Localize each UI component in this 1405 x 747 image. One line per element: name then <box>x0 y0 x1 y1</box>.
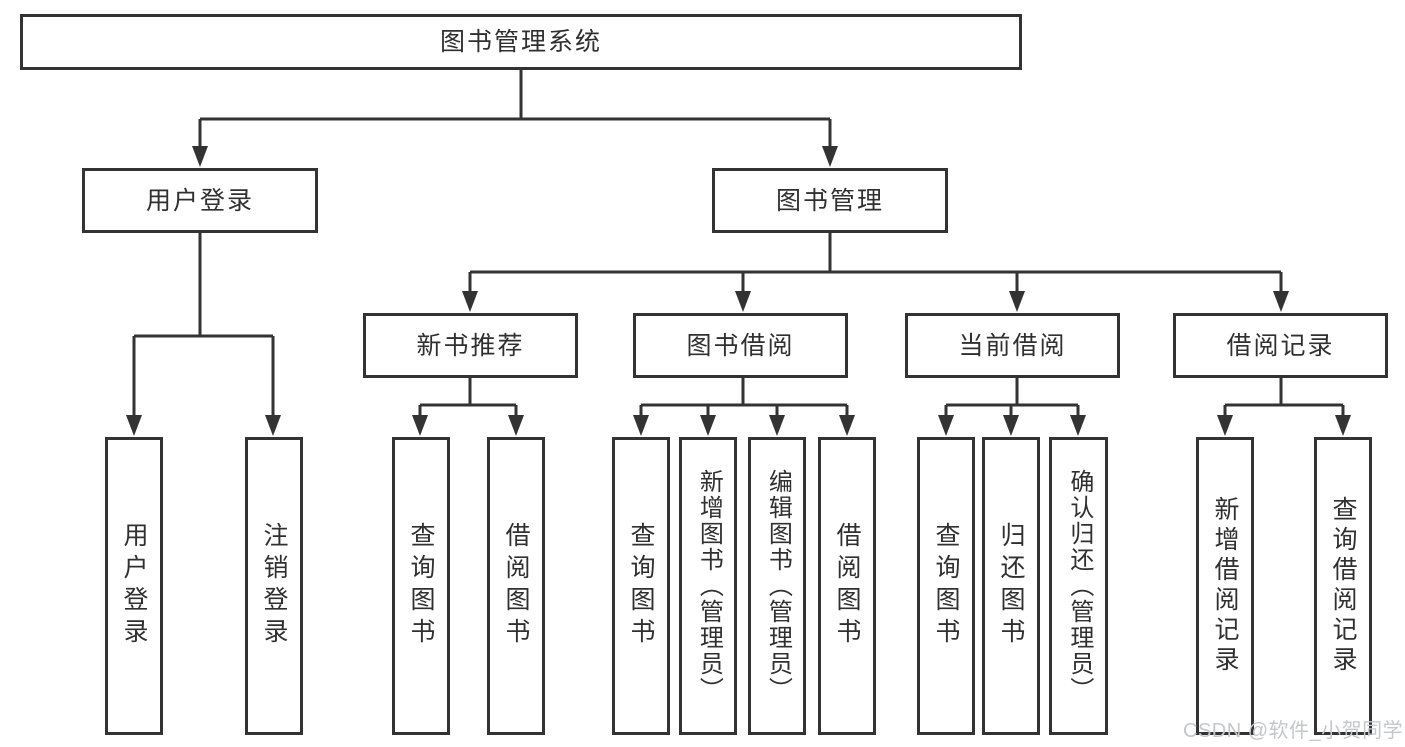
arrow-down-icon <box>822 146 838 167</box>
node-label: 新书推荐 <box>416 331 525 360</box>
node-label: 查询借阅记录 <box>1329 496 1357 676</box>
node-label: 用户登录 <box>120 522 148 650</box>
node-root-system: 图书管理系统 <box>20 14 1022 70</box>
connector-book-mgmt-children <box>468 233 1283 293</box>
node-label: 图书管理系统 <box>439 28 602 56</box>
leaf-newrec-borrow-books: 借阅图书 <box>487 437 545 735</box>
leaf-borrow-borrow-books: 借阅图书 <box>818 437 876 735</box>
connector-current-borrow-children <box>944 378 1080 417</box>
node-label: 新增借阅记录 <box>1211 496 1239 676</box>
connector-borrow-records-children <box>1223 378 1345 417</box>
node-label: 确认归还（管理员） <box>1065 469 1093 703</box>
node-label: 归还图书 <box>997 522 1025 650</box>
arrow-down-icon <box>462 291 478 312</box>
arrow-down-icon <box>735 291 751 312</box>
connector-new-rec-children <box>418 378 518 417</box>
node-label: 借阅图书 <box>502 522 530 650</box>
arrow-down-icon <box>1009 291 1025 312</box>
arrow-down-icon <box>769 415 785 436</box>
node-book-borrow: 图书借阅 <box>633 313 848 378</box>
arrow-down-icon <box>1070 415 1086 436</box>
leaf-confirm-return-admin: 确认归还（管理员） <box>1049 437 1108 735</box>
node-label: 借阅图书 <box>833 522 861 650</box>
arrow-down-icon <box>1273 291 1289 312</box>
node-borrow-records: 借阅记录 <box>1173 313 1388 378</box>
connector-user-login-children <box>132 233 275 417</box>
node-user-login: 用户登录 <box>82 168 318 233</box>
node-label: 查询图书 <box>932 522 960 650</box>
node-label: 当前借阅 <box>958 331 1067 360</box>
arrow-down-icon <box>938 415 954 436</box>
arrow-down-icon <box>126 415 142 436</box>
leaf-logout: 注销登录 <box>245 437 303 735</box>
arrow-down-icon <box>1003 415 1019 436</box>
node-label: 图书借阅 <box>686 331 795 360</box>
arrow-down-icon <box>839 415 855 436</box>
leaf-user-login: 用户登录 <box>105 437 163 735</box>
arrow-down-icon <box>1217 415 1233 436</box>
arrow-down-icon <box>633 415 649 436</box>
node-label: 新增图书（管理员） <box>695 469 723 703</box>
node-label: 图书管理 <box>775 186 884 215</box>
node-current-borrow: 当前借阅 <box>905 313 1120 378</box>
arrow-down-icon <box>412 415 428 436</box>
leaf-borrow-query-books: 查询图书 <box>612 437 670 735</box>
connector-book-borrow-children <box>639 378 849 417</box>
node-new-book-recommend: 新书推荐 <box>363 313 578 378</box>
arrow-down-icon <box>700 415 716 436</box>
node-label: 编辑图书（管理员） <box>764 469 792 703</box>
node-label: 查询图书 <box>407 522 435 650</box>
leaf-query-borrow-record: 查询借阅记录 <box>1314 437 1372 735</box>
leaf-add-borrow-record: 新增借阅记录 <box>1196 437 1254 735</box>
node-label: 注销登录 <box>260 522 288 650</box>
arrow-down-icon <box>192 146 208 167</box>
node-book-management: 图书管理 <box>712 168 948 233</box>
node-label: 用户登录 <box>145 186 254 215</box>
leaf-return-books: 归还图书 <box>982 437 1040 735</box>
arrow-down-icon <box>508 415 524 436</box>
leaf-newrec-query-books: 查询图书 <box>392 437 450 735</box>
leaf-add-books-admin: 新增图书（管理员） <box>679 437 737 735</box>
connector-root-to-level2 <box>198 70 832 148</box>
leaf-current-query-books: 查询图书 <box>917 437 975 735</box>
node-label: 借阅记录 <box>1226 331 1335 360</box>
watermark: CSDN @软件_小贺同学 <box>1183 720 1404 742</box>
arrow-down-icon <box>1335 415 1351 436</box>
arrow-down-icon <box>265 415 281 436</box>
leaf-edit-books-admin: 编辑图书（管理员） <box>748 437 806 735</box>
node-label: 查询图书 <box>627 522 655 650</box>
